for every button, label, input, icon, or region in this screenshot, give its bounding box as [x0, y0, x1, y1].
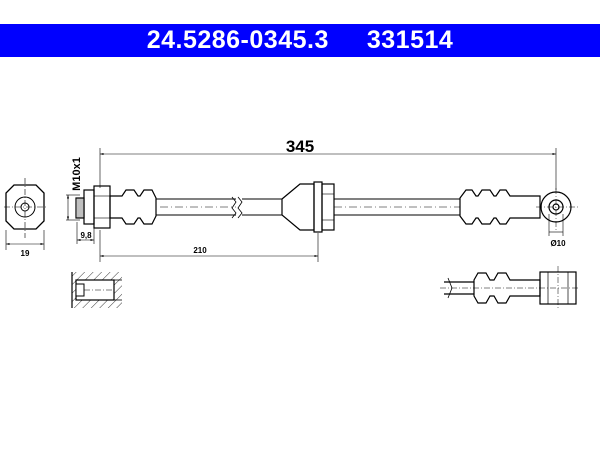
end-view-fitting — [4, 178, 46, 250]
left-fitting — [75, 185, 157, 229]
nut-offset-dimension — [76, 222, 95, 244]
middle-bracket — [281, 181, 335, 233]
reference-number: 331514 — [366, 26, 454, 54]
segment-dimension — [99, 230, 319, 262]
part-number: 24.5286-0345.3 — [146, 26, 329, 54]
thread-label: M10x1 — [71, 157, 83, 191]
title-bar: 24.5286-0345.3 331514 — [0, 24, 600, 57]
overall-length-label: 345 — [286, 137, 314, 156]
fitting-width-label: 19 — [21, 249, 30, 258]
overall-dimension — [99, 148, 557, 190]
eye-diameter-label: Ø10 — [550, 239, 566, 248]
hose-segment-label: 210 — [193, 246, 207, 255]
right-ferrule — [459, 189, 541, 225]
hose-right-segment — [334, 198, 460, 216]
nut-offset-label: 9,8 — [80, 231, 92, 240]
side-view-detail — [440, 266, 580, 310]
section-detail — [71, 272, 122, 308]
banjo-eye — [536, 188, 578, 236]
thread-dimension-line — [66, 194, 80, 221]
hose-left-segment — [156, 196, 282, 219]
